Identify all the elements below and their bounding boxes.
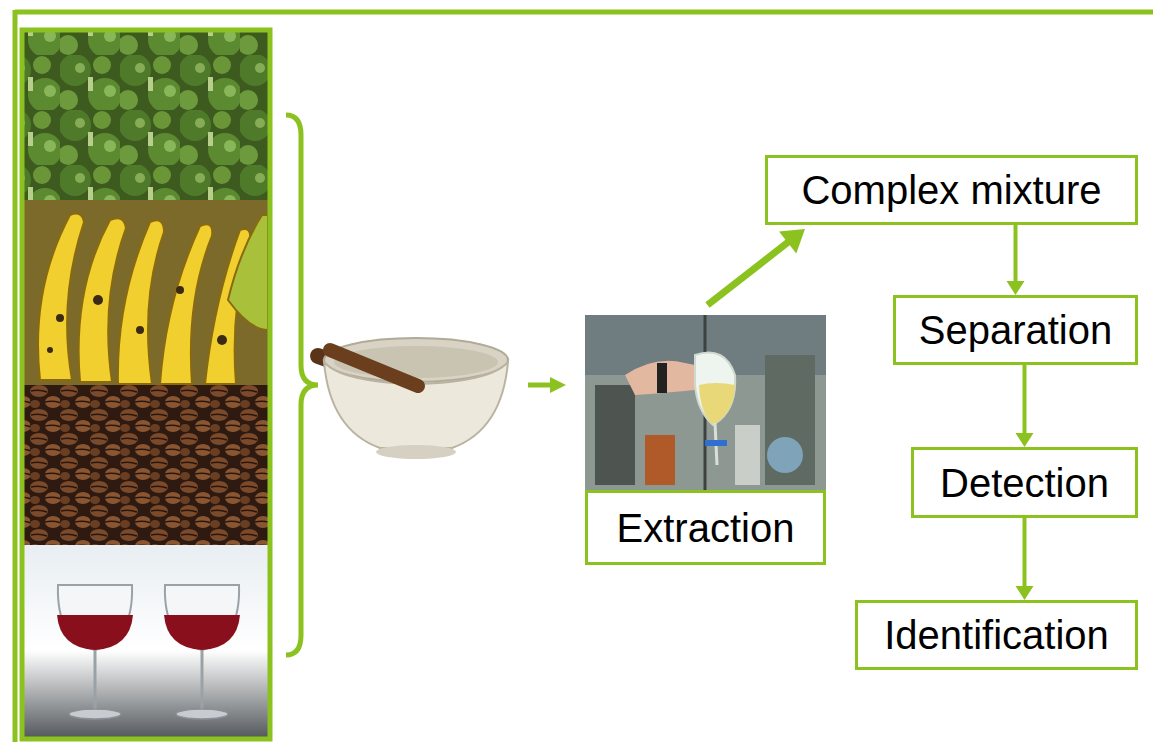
step-label: Separation — [919, 308, 1112, 352]
process-box: Identification — [855, 600, 1138, 670]
step-label: Identification — [884, 613, 1109, 657]
process-box: Separation — [893, 295, 1138, 365]
flow-arrow — [1016, 518, 1034, 600]
extraction-step: Extraction — [585, 315, 826, 565]
step-label: Detection — [940, 461, 1109, 505]
process-box: Detection — [911, 447, 1138, 518]
lab-photo — [585, 315, 826, 490]
flow-arrow — [1016, 365, 1034, 447]
label-box: Extraction — [585, 490, 826, 565]
flow-arrow — [1007, 225, 1025, 295]
step-label: Complex mixture — [801, 168, 1101, 212]
process-box: Complex mixture — [765, 155, 1138, 225]
flow-arrow — [708, 229, 806, 305]
step-label: Extraction — [617, 506, 795, 550]
